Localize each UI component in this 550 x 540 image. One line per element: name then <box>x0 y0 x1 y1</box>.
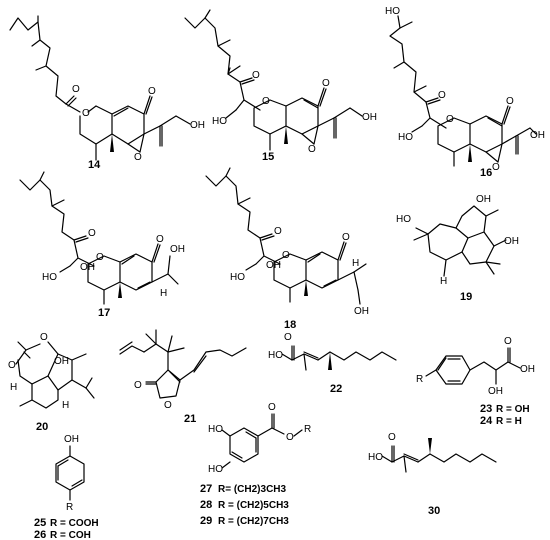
compound-id: 18 <box>284 319 296 331</box>
structure-25-26: OH R 25 R = COOH 26 R = COH <box>34 434 99 540</box>
substituent-23: R = OH <box>496 404 530 415</box>
structure-22: HO O 22 <box>268 332 397 395</box>
compound-id: 27 <box>200 483 212 495</box>
atom-label: HO <box>42 272 57 283</box>
compound-id: 26 <box>34 529 46 540</box>
atom-label: OH <box>354 306 369 317</box>
structure-15: HO O O O O OH 15 <box>184 9 377 163</box>
atom-label: O <box>252 70 260 81</box>
substituent-27: R= (CH2)3CH3 <box>218 484 287 495</box>
atom-label: O <box>284 332 292 343</box>
compound-id: 23 <box>480 403 492 415</box>
atom-label: O <box>134 152 142 163</box>
compound-id: 21 <box>184 413 196 425</box>
structure-17: HO OH O O O OH H 17 <box>19 171 185 319</box>
atom-label: OH <box>504 236 519 247</box>
atom-label: OH <box>64 434 79 445</box>
compound-id: 20 <box>36 421 48 433</box>
atom-label: OH <box>54 356 69 367</box>
atom-label: OH <box>520 364 535 375</box>
structure-30: HO O 30 <box>368 432 497 517</box>
structure-14: O O O O OH 14 <box>9 15 205 171</box>
compound-id: 28 <box>200 499 212 511</box>
atom-label: O <box>40 332 48 343</box>
atom-label: R <box>416 374 423 385</box>
substituent-26: R = COH <box>50 530 91 540</box>
compound-id: 30 <box>428 505 440 517</box>
compound-id: 16 <box>480 167 492 179</box>
atom-label: H <box>352 258 359 269</box>
substituent-24: R = H <box>496 416 522 427</box>
substituent-28: R = (CH2)5CH3 <box>218 500 289 511</box>
atom-label: HO <box>385 6 400 17</box>
atom-label: H <box>62 400 69 411</box>
atom-label: O <box>342 232 350 243</box>
atom-label: OH <box>476 194 491 205</box>
atom-label: O <box>286 432 294 443</box>
compound-id: 29 <box>200 515 212 527</box>
atom-label: O <box>134 380 142 391</box>
atom-label: O <box>504 336 512 347</box>
atom-label: O <box>148 86 156 97</box>
atom-label: OH <box>170 244 185 255</box>
atom-label: HO <box>268 350 283 361</box>
compound-id: 24 <box>480 415 493 427</box>
atom-label: HO <box>212 116 227 127</box>
atom-label: OH <box>190 120 205 131</box>
atom-label: O <box>506 96 514 107</box>
atom-label: HO <box>208 424 223 435</box>
structure-23-24: R OH O OH 23 R = OH 24 R = H <box>416 336 535 427</box>
compound-id: 14 <box>88 159 101 171</box>
atom-label: O <box>88 228 96 239</box>
atom-label: O <box>274 226 282 237</box>
compound-id: 22 <box>330 383 342 395</box>
structure-18: HO OH O O O H OH 18 <box>205 167 369 331</box>
structure-20: O O OH H H 20 <box>8 332 95 433</box>
atom-label: O <box>438 90 446 101</box>
atom-label: O <box>164 400 172 411</box>
structure-27-29: HO HO O O R 27 R= (CH2)3CH3 28 R = (CH2)… <box>200 402 311 527</box>
structure-16: HO HO O O O O OH 16 <box>385 6 545 179</box>
atom-label: O <box>156 234 164 245</box>
atom-label: HO <box>208 464 223 475</box>
atom-label: O <box>8 360 16 371</box>
atom-label: OH <box>530 130 545 141</box>
atom-label: O <box>268 402 276 413</box>
atom-label: O <box>492 162 500 173</box>
atom-label: H <box>160 288 167 299</box>
compound-id: 15 <box>262 151 274 163</box>
substituent-25: R = COOH <box>50 518 99 529</box>
substituent-29: R = (CH2)7CH3 <box>218 516 289 527</box>
atom-label: OH <box>362 112 377 123</box>
compound-id: 19 <box>460 291 472 303</box>
atom-label: HO <box>398 132 413 143</box>
structure-19: OH HO OH H 19 <box>396 194 519 303</box>
compound-id: 25 <box>34 517 46 529</box>
atom-label: O <box>322 78 330 89</box>
atom-label: HO <box>230 272 245 283</box>
atom-label: R <box>66 502 73 513</box>
structure-21: O O 21 <box>119 329 247 425</box>
atom-label: O <box>82 108 90 119</box>
atom-label: HO <box>396 214 411 225</box>
atom-label: OH <box>488 386 503 397</box>
atom-label: R <box>304 424 311 435</box>
compound-id: 17 <box>98 307 110 319</box>
atom-label: H <box>440 276 447 287</box>
atom-label: HO <box>368 452 383 463</box>
atom-label: O <box>308 144 316 155</box>
atom-label: O <box>388 432 396 443</box>
atom-label: H <box>10 382 17 393</box>
atom-label: O <box>72 84 80 95</box>
